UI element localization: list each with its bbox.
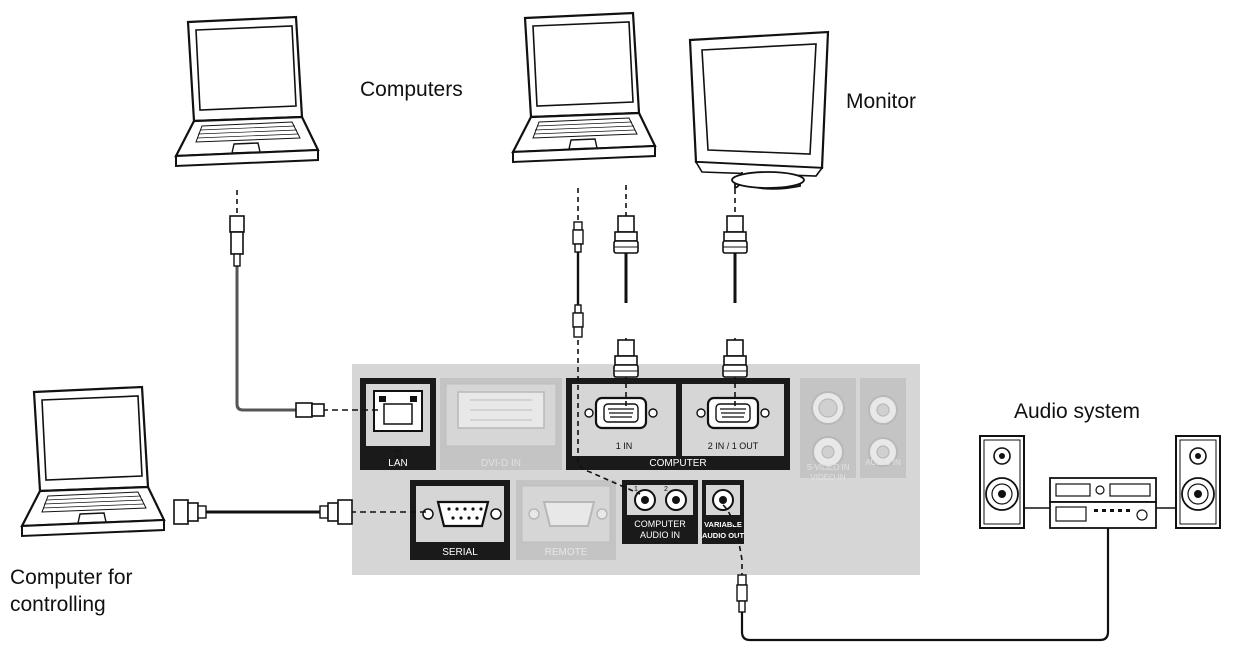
label-monitor: Monitor <box>846 90 917 113</box>
video-in-label: VIDEO IN <box>810 473 845 482</box>
computer-2-in-1-out-label: 2 IN / 1 OUT <box>708 441 759 451</box>
computer-1-in-port[interactable]: 1 IN <box>584 396 658 451</box>
video-in-port[interactable] <box>812 436 844 468</box>
remote-label: REMOTE <box>545 547 588 558</box>
s-video-in-label: S-VIDEO IN <box>806 463 849 472</box>
speaker-left <box>979 435 1025 529</box>
audio-in-channel-2: 2 <box>664 486 668 493</box>
label-audio-system: Audio system <box>1014 400 1141 423</box>
remote-port[interactable]: REMOTE <box>516 480 616 560</box>
vga-plug-laptop-bottom <box>613 339 639 378</box>
monitor-device <box>688 30 830 190</box>
stereo-unit <box>1024 477 1176 529</box>
variable-audio-out-label-line2: AUDIO OUT <box>702 531 745 540</box>
serial-connector-left <box>173 499 207 525</box>
dvi-d-in-port[interactable]: DVI-D IN <box>440 378 562 470</box>
cable-connectors <box>173 215 748 613</box>
audio-in-label: AUDIO IN <box>865 458 901 467</box>
audio-cable-out <box>722 504 743 575</box>
variable-audio-out-port[interactable] <box>712 489 734 511</box>
lan-cable <box>235 266 298 412</box>
laptop-computer-control <box>20 385 166 538</box>
lan-icon: ⚿ <box>395 449 402 459</box>
serial-port[interactable]: SERIAL <box>410 480 510 560</box>
computer-audio-in-label-line1: COMPUTER <box>634 519 686 529</box>
speaker-right <box>1175 435 1221 529</box>
vga-plug-monitor-bottom <box>722 339 748 378</box>
computer-label: COMPUTER <box>649 458 706 469</box>
audio-system-device <box>979 435 1221 529</box>
variable-audio-out-block: VARIABLE AUDIO OUT <box>702 480 745 544</box>
computer-input-block: 1 IN 2 IN / 1 OUT COMPUTER <box>566 378 790 470</box>
serial-connector-right <box>319 499 353 525</box>
lan-plug-panel <box>295 402 325 418</box>
label-computers: Computers <box>360 78 463 101</box>
projector-panel: ⚿ LAN DVI-D IN <box>352 364 920 575</box>
s-video-in-port[interactable] <box>811 391 845 425</box>
laptop-computer-vga <box>511 11 657 164</box>
computer-audio-in-label-line2: AUDIO IN <box>640 530 680 540</box>
audio-in-l-port[interactable] <box>868 395 898 425</box>
computer-2-in-1-out-port[interactable]: 2 IN / 1 OUT <box>696 396 770 451</box>
mini-plug-bottom <box>572 304 584 338</box>
mini-plug-audio-out <box>736 574 748 613</box>
vga-plug-monitor-top <box>722 215 748 254</box>
audio-in-r-port[interactable] <box>868 437 898 467</box>
computer-1-in-label: 1 IN <box>616 441 633 451</box>
audio-in-channel-1: 1 <box>634 486 638 493</box>
cables <box>206 180 1110 642</box>
serial-label: SERIAL <box>442 547 478 558</box>
dvi-d-in-label: DVI-D IN <box>481 458 521 469</box>
computer-audio-in-block: 1 2 COMPUTER AUDIO IN <box>622 480 698 544</box>
computer-audio-in-1-port[interactable] <box>634 489 656 511</box>
lan-label: LAN <box>388 458 407 469</box>
lan-port[interactable]: ⚿ LAN <box>360 378 436 470</box>
mini-plug-top <box>572 221 584 253</box>
variable-audio-out-label-line1: VARIABLE <box>704 520 742 529</box>
vga-plug-laptop-top <box>613 215 639 254</box>
label-computer-for-controlling: Computer for controlling <box>10 566 133 616</box>
laptop-computer-lan <box>174 15 320 168</box>
video-audio-in-block: S-VIDEO IN VIDEO IN AUDIO IN <box>800 378 906 482</box>
computer-audio-in-2-port[interactable] <box>665 489 687 511</box>
lan-plug-top <box>229 215 245 267</box>
